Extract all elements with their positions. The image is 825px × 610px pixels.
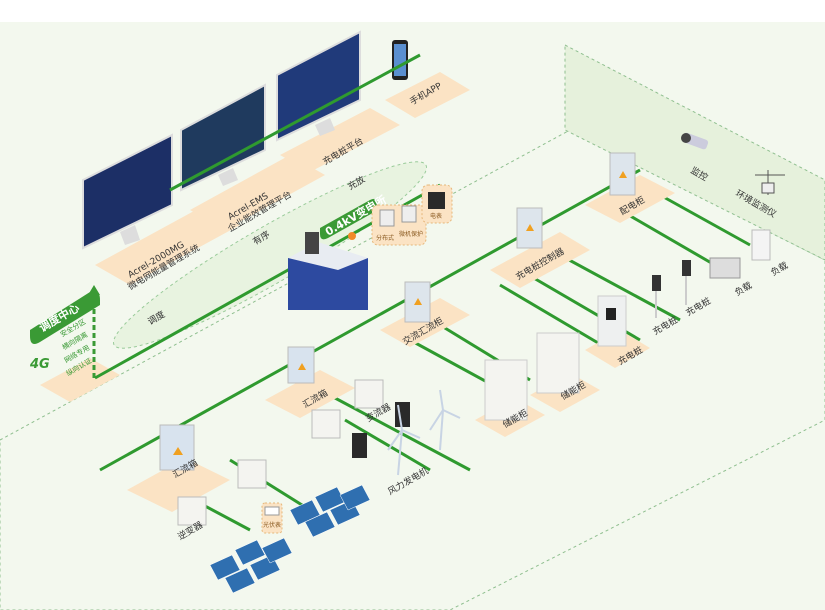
charger-dc: 充电桩	[585, 295, 650, 368]
pad-mg	[95, 205, 240, 285]
storage-cabinet-1: 储能柜	[475, 359, 545, 437]
camera-icon	[681, 132, 709, 150]
meter-group: 分布式 微机保护 电表	[371, 184, 453, 246]
monitor-wall-zone	[564, 44, 825, 261]
weather-station-icon	[755, 170, 785, 195]
pad-dispatch	[40, 358, 120, 402]
cabinet-distribution: 配电柜	[585, 152, 675, 223]
meter-label: 微机保护	[399, 230, 423, 238]
monitor-mg	[82, 133, 173, 250]
pad-charging	[280, 108, 400, 172]
storage-cabinet-2: 储能柜	[530, 332, 600, 412]
meter-label: 电表	[430, 212, 442, 220]
4g-icon: 4G	[29, 357, 50, 372]
substation-transformer	[288, 232, 368, 310]
meter-label: 分布式	[376, 234, 394, 242]
combiner-box-1: 汇流箱	[265, 346, 355, 418]
communication-zone	[112, 161, 428, 349]
power-buses	[94, 53, 751, 532]
combiner-box-2: 汇流箱	[127, 424, 230, 512]
monitor-charging	[276, 30, 361, 142]
svg-text:光伏表: 光伏表	[263, 521, 281, 529]
inverter-units	[177, 379, 410, 526]
pv-meter: 光伏表	[261, 502, 283, 534]
cabinet-ac-combiner: 交流汇流柜	[380, 281, 470, 348]
arrow-up-icon	[88, 285, 100, 295]
phone-icon	[392, 40, 408, 80]
pad-app	[385, 72, 470, 118]
solar-panel-array	[209, 484, 371, 594]
alert-dot-icon	[348, 232, 356, 240]
monitor-ems	[180, 83, 266, 192]
pad-ems	[190, 155, 325, 230]
wind-turbine-icon	[387, 389, 461, 476]
